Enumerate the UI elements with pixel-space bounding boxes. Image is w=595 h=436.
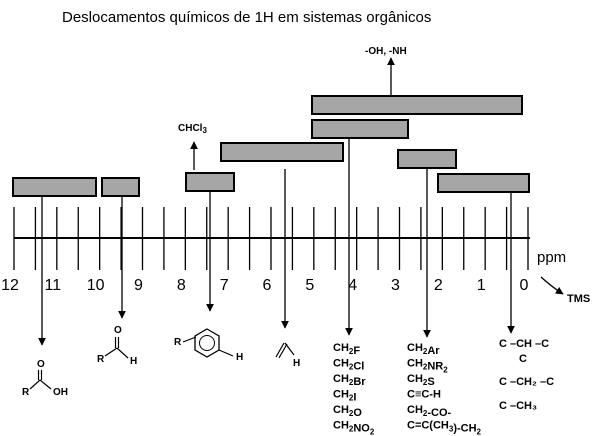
axis-tick-label-0: 0 (520, 277, 529, 294)
axis-tick-label-1: 1 (477, 277, 486, 294)
group-formula: CH2-CO- (407, 404, 452, 419)
aldehyde-o-label: O (114, 325, 122, 336)
group-formula: CH2Br (333, 373, 366, 388)
group-formula: CH2S (407, 373, 435, 388)
range-bar-ch2-unsaturated (397, 149, 457, 169)
aromatic-h-label: H (236, 352, 243, 363)
oh-nh-label: -OH, -NH (365, 46, 407, 57)
benzene-ring-circle (199, 335, 215, 351)
chcl3-label-sub: 3 (202, 126, 207, 135)
chcl3-label-main: CHCl (178, 123, 203, 134)
range-bar-alkyl (437, 173, 530, 193)
tms-arrow (540, 276, 564, 295)
axis-tick-label-12: 12 (1, 277, 19, 294)
axis-tick-label-6: 6 (263, 277, 272, 294)
aromatic-structure: R H (174, 328, 243, 363)
range-bar-alkene (220, 142, 344, 162)
aldehyde-h-label: H (130, 356, 137, 367)
axis-unit-label: ppm (537, 249, 566, 266)
group-formula: CH2NO2 (333, 420, 375, 436)
group-formula: CH2I (333, 389, 356, 404)
aromatic-r-label: R (174, 337, 182, 348)
axis-tick-label-11: 11 (45, 277, 62, 294)
tms-label: TMS (567, 293, 590, 305)
axis-tick-label-4: 4 (348, 277, 357, 294)
aromatic-h-bond (218, 349, 234, 357)
group-formula: CH2Cl (333, 358, 364, 373)
axis-tick-label-3: 3 (391, 277, 400, 294)
group-formula: CH2NR2 (407, 358, 448, 375)
axis-tick-label-7: 7 (220, 277, 229, 294)
diagram-title: Deslocamentos químicos de 1H em sistemas… (62, 9, 431, 26)
acid-o-label: O (37, 359, 45, 370)
acid-bonds (29, 370, 52, 390)
pointer-arrows (38, 138, 515, 346)
aldehyde-bonds (104, 337, 129, 359)
axis-tick-label-9: 9 (134, 277, 143, 294)
group-formula: CH2Ar (407, 342, 440, 357)
axis-tick-label-10: 10 (87, 277, 105, 294)
benzene-ring (194, 328, 220, 358)
axis-tick-label-5: 5 (305, 277, 314, 294)
range-bar-ch2-heteroatom (311, 119, 409, 139)
alkyl-formula: C –CH –C (499, 338, 549, 350)
acid-oh-label: OH (53, 387, 68, 398)
group-formula: C=C(CH3)-CH2 (407, 420, 482, 436)
alkene-h-label: H (293, 358, 300, 369)
aldehyde-r-label: R (97, 354, 105, 365)
range-bar-carboxylic-acid (12, 177, 97, 197)
carboxylic-acid-structure: R O OH (22, 359, 68, 398)
aldehyde-structure: O R H (97, 325, 137, 367)
acid-r-label: R (22, 387, 30, 398)
range-bar-aromatic (185, 172, 235, 192)
range-bar-aldehyde (101, 177, 140, 197)
group-formula: C≡C-H (407, 389, 441, 401)
alkyl-formula: C (519, 353, 527, 365)
alkyl-formula: C –CH₂ –C (499, 376, 554, 388)
axis-ticks (13, 207, 529, 270)
aromatic-r-bond (182, 336, 197, 343)
range-bar-oh-nh (311, 95, 523, 115)
axis-tick-label-2: 2 (434, 277, 443, 294)
group-formula: CH2O (333, 404, 362, 419)
alkene-bonds (275, 342, 295, 359)
group-formula: CH2F (333, 342, 360, 357)
alkene-structure: H (275, 342, 300, 369)
group-column-alkyl: C –CH –C C C –CH₂ –C C –CH₃ (499, 338, 554, 412)
axis-tick-label-8: 8 (177, 277, 186, 294)
chcl3-label: CHCl3 (178, 123, 207, 135)
alkyl-formula: C –CH₃ (499, 400, 537, 412)
range-bars (12, 95, 530, 197)
